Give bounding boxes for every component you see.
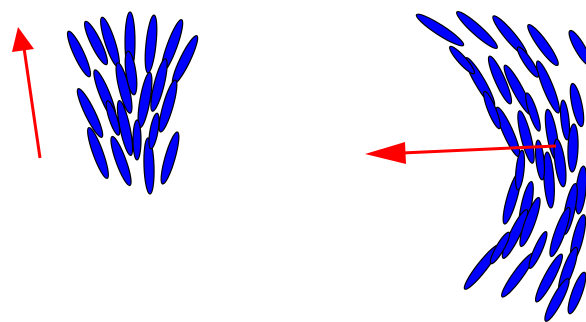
ellipse — [133, 120, 141, 160]
